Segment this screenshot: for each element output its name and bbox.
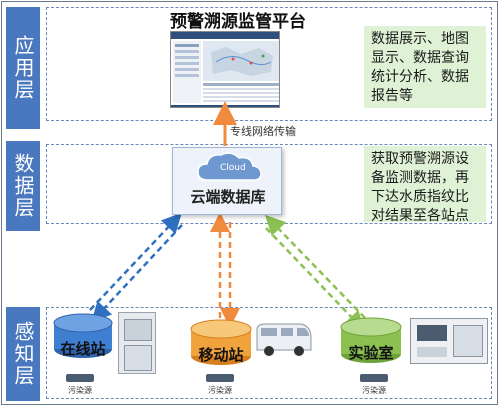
platform-title: 预警溯源监管平台	[170, 12, 306, 32]
lab-arrow-up	[265, 214, 366, 319]
mobile-db-cylinder	[190, 319, 252, 365]
mobile-station-label: 移动站	[198, 346, 244, 364]
online-analyzer-cabinet	[118, 312, 156, 374]
mobile-device-label: 污染源	[208, 386, 232, 395]
online-station-label: 在线站	[60, 340, 106, 358]
online-arrow-down	[91, 224, 183, 323]
online-device-label: 污染源	[68, 386, 92, 395]
cloud-tag: Cloud	[220, 163, 246, 173]
application-note: 数据展示、地图显示、数据查询统计分析、数据报告等	[364, 26, 486, 108]
cloud-icon	[197, 152, 262, 181]
perception-layer-box	[46, 307, 492, 399]
lab-device-label: 污染源	[362, 386, 386, 395]
data-layer-label: 数据层	[6, 141, 40, 231]
cloud-label: 云端数据库	[190, 188, 266, 206]
platform-screenshot	[170, 31, 280, 108]
transfer-label: 专线网络传输	[230, 125, 296, 138]
online-sensor-device	[66, 374, 94, 382]
application-layer-box	[46, 7, 492, 121]
mobile-sensor-device	[206, 374, 234, 382]
lab-instrument	[410, 318, 488, 364]
application-layer-label: 应用层	[6, 7, 40, 129]
laboratory-label: 实验室	[348, 344, 394, 362]
cloud-database: Cloud 云端数据库	[172, 147, 282, 215]
lab-sensor-device	[360, 374, 388, 382]
lab-arrow-down	[265, 227, 365, 332]
lab-db-cylinder	[340, 317, 402, 363]
perception-layer-label: 感知层	[6, 307, 40, 401]
online-arrow-up	[89, 212, 182, 311]
online-db-cylinder	[53, 313, 113, 358]
monitoring-van	[255, 322, 313, 358]
data-note: 获取预警溯源设备监测数据，再下达水质指纹比对结果至各站点	[364, 146, 486, 224]
